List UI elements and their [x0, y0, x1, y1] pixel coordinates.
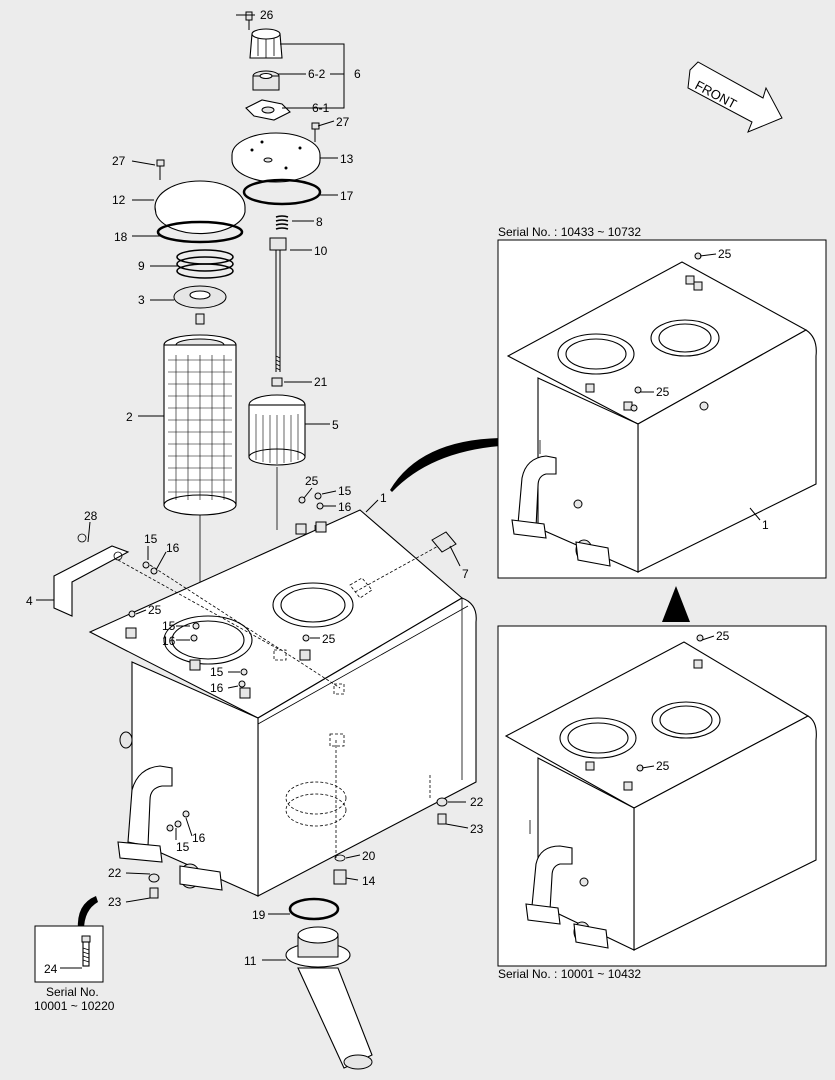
callout-25: 25	[305, 474, 319, 488]
callout-7: 7	[462, 567, 469, 581]
top-inset-callout-1: 1	[762, 518, 769, 532]
callout-6: 6	[354, 67, 361, 81]
callout-12: 12	[112, 193, 126, 207]
callout-2: 2	[126, 410, 133, 424]
callout-10: 10	[314, 244, 328, 258]
bolt-24	[81, 935, 91, 967]
inset-serial-10001-10220	[34, 925, 104, 983]
callout-17: 17	[340, 189, 354, 203]
callout-18: 18	[114, 230, 128, 244]
callout-15: 15	[210, 665, 224, 679]
inset-tank-bottom	[504, 634, 817, 951]
callout-labels: 26 6-2 6 6-1 27 13 27 17 12 8 18 10 9 3 …	[26, 8, 769, 976]
bottom-inset-callout-25: 25	[716, 629, 730, 643]
callout-16: 16	[162, 634, 176, 648]
filter-assembly	[154, 11, 322, 640]
callout-14: 14	[362, 874, 376, 888]
callout-1: 1	[380, 491, 387, 505]
callout-26: 26	[260, 8, 274, 22]
callout-22: 22	[108, 866, 122, 880]
callout-27: 27	[336, 115, 350, 129]
callout-25: 25	[322, 632, 336, 646]
callout-15: 15	[176, 840, 190, 854]
callout-19: 19	[252, 908, 266, 922]
callout-16: 16	[166, 541, 180, 555]
callout-22: 22	[470, 795, 484, 809]
front-direction-arrow: FRONT	[687, 61, 783, 133]
callout-4: 4	[26, 594, 33, 608]
callout-25: 25	[148, 603, 162, 617]
callout-9: 9	[138, 259, 145, 273]
callout-16: 16	[192, 831, 206, 845]
top-inset-callout-25: 25	[718, 247, 732, 261]
top-inset-callout-25: 25	[656, 385, 670, 399]
bottom-inset-caption: Serial No. : 10001 ~ 10432	[498, 967, 641, 981]
callout-27: 27	[112, 154, 126, 168]
suction-pipe	[285, 926, 373, 1070]
bottom-inset-callout-25: 25	[656, 759, 670, 773]
callout-15: 15	[162, 619, 176, 633]
main-tank	[88, 509, 477, 897]
callout-6-1: 6-1	[312, 101, 330, 115]
callout-16: 16	[210, 681, 224, 695]
callout-24: 24	[44, 962, 58, 976]
callout-3: 3	[138, 293, 145, 307]
inset-tank-top	[506, 252, 817, 573]
callout-23: 23	[470, 822, 484, 836]
callout-8: 8	[316, 215, 323, 229]
callout-13: 13	[340, 152, 354, 166]
callout-20: 20	[362, 849, 376, 863]
callout-21: 21	[314, 375, 328, 389]
callout-11: 11	[244, 954, 257, 968]
top-inset-caption: Serial No. : 10433 ~ 10732	[498, 225, 641, 239]
callout-23: 23	[108, 895, 122, 909]
callout-16: 16	[338, 500, 352, 514]
callout-15: 15	[338, 484, 352, 498]
callout-28: 28	[84, 509, 98, 523]
callout-15: 15	[144, 532, 158, 546]
small-inset-caption-2: 10001 ~ 10220	[34, 999, 115, 1013]
small-inset-caption-1: Serial No.	[46, 985, 99, 999]
callout-5: 5	[332, 418, 339, 432]
callout-6-2: 6-2	[308, 67, 326, 81]
